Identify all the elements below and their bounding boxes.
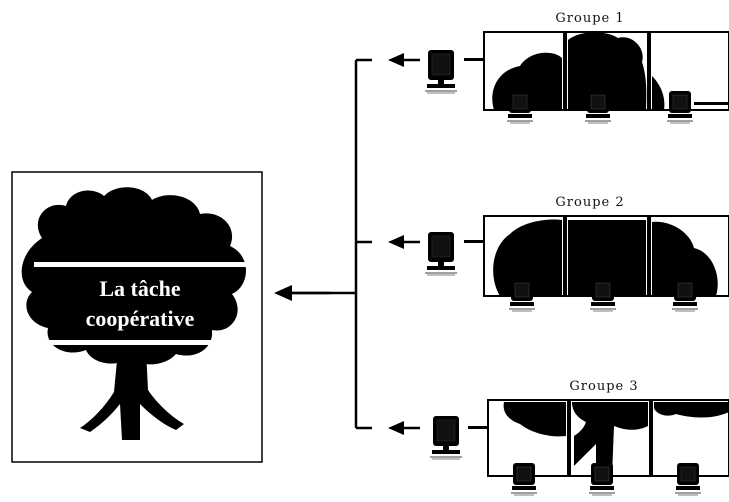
- computer-icon: [424, 231, 458, 276]
- tree-icon: [21, 187, 246, 440]
- computer-icon: [584, 90, 612, 124]
- main-title-line2: coopérative: [86, 306, 195, 331]
- computer-icon: [508, 278, 536, 312]
- group-2: Groupe 2: [388, 195, 729, 312]
- group-3: Groupe 3: [388, 379, 729, 496]
- group-1-label: Groupe 1: [555, 11, 624, 26]
- computer-icon: [510, 462, 538, 496]
- main-title-line1: La tâche: [99, 276, 181, 301]
- computer-icon: [506, 90, 534, 124]
- computer-icon: [589, 278, 617, 312]
- computer-icon: [666, 90, 694, 124]
- arrow-icon: [388, 53, 420, 67]
- computer-icon: [588, 462, 616, 496]
- computer-icon: [424, 49, 458, 94]
- connector-lines: [286, 58, 372, 430]
- group-1: Groupe 1: [388, 11, 729, 124]
- main-task-panel: La tâche coopérative: [11, 171, 263, 463]
- arrow-icon: [274, 285, 330, 301]
- arrow-icon: [388, 421, 420, 435]
- computer-icon: [674, 462, 702, 496]
- group-3-label: Groupe 3: [569, 379, 638, 394]
- computer-icon: [671, 278, 699, 312]
- tree-fragment: [493, 219, 718, 296]
- tree-fragment: [503, 402, 729, 476]
- arrow-icon: [388, 235, 420, 249]
- group-2-label: Groupe 2: [555, 195, 624, 210]
- computer-icon: [429, 415, 463, 460]
